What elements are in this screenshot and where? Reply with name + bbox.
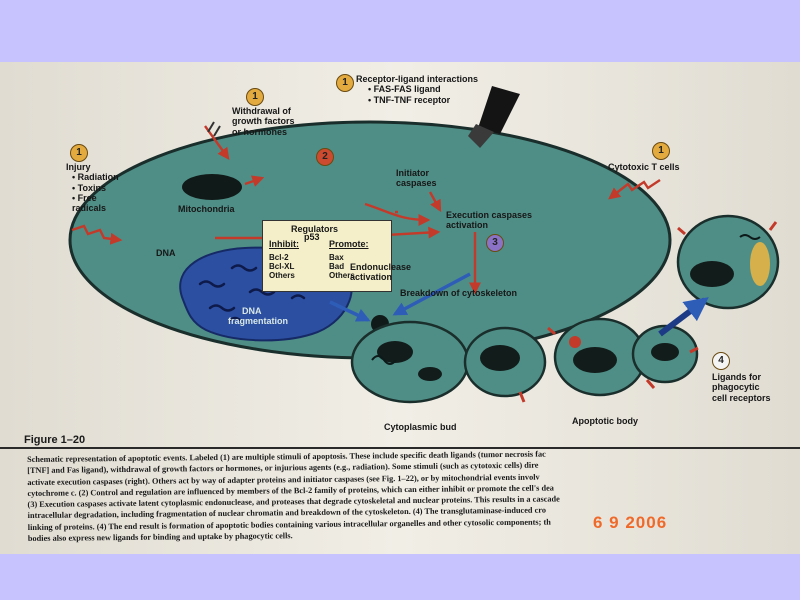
figure-label: Figure 1–20 — [24, 434, 86, 446]
engulf-arrow — [658, 297, 709, 337]
initiator-label: Initiator caspases — [396, 168, 437, 189]
dna-label: DNA — [156, 248, 176, 258]
badge-withdrawal: 1 — [246, 88, 264, 106]
mitochondrion-shape — [182, 174, 242, 200]
promote-heading: Promote: — [329, 239, 369, 249]
cytoskeleton-label: Breakdown of cytoskeleton — [400, 288, 518, 298]
cytotoxic-label: Cytotoxic T cells — [608, 162, 680, 172]
withdrawal-break-icon — [207, 121, 221, 137]
receptor-label: Receptor-ligand interactions • FAS-FAS l… — [356, 74, 479, 105]
p53-label: p53 — [304, 232, 320, 242]
ligands-label: Ligands for phagocytic cell receptors — [712, 372, 771, 403]
execution-label: Execution caspases activation — [446, 210, 533, 231]
ligand-nubs — [518, 221, 778, 403]
caption-divider — [0, 447, 800, 449]
badge-ligands: 4 — [712, 352, 730, 370]
badge-receptor: 1 — [336, 74, 354, 92]
dna-fragmentation-label: DNA fragmentation — [228, 306, 289, 327]
apoptotic-body-shape — [553, 317, 699, 397]
regulators-title: Regulators — [291, 224, 339, 234]
inhibit-heading: Inhibit: — [269, 239, 299, 249]
badge-cytotoxic: 1 — [652, 142, 670, 160]
withdrawal-label: Withdrawal of growth factors or hormones — [232, 106, 295, 137]
inhibit-list: Bcl-2 Bcl-XL Others — [269, 253, 295, 281]
textbook-photo: 1 1 1 1 2 3 4 Withdrawal of growth facto… — [0, 62, 800, 554]
date-stamp: 6 9 2006 — [593, 513, 668, 532]
mitochondria-label: Mitochondria — [178, 204, 235, 214]
endonuclease-label: Endonuclease activation — [350, 262, 412, 283]
receptor-ligand-tip — [468, 124, 494, 148]
phagocytic-cell-shape — [676, 214, 780, 310]
apoptotic-body-label: Apoptotic body — [572, 416, 638, 426]
execution-arrows — [329, 272, 471, 322]
promote-list: Bax Bad Others — [329, 253, 355, 281]
badge-injury: 1 — [70, 144, 88, 162]
cytoplasmic-bud-label: Cytoplasmic bud — [384, 422, 457, 432]
cytoplasmic-bud-shape — [350, 320, 547, 404]
receptor-ligand-shape — [478, 86, 520, 134]
figure-caption: Schematic representation of apoptotic ev… — [27, 446, 800, 544]
injury-label: Injury • Radiation • Toxins • Free radic… — [66, 162, 119, 214]
badge-execution: 3 — [486, 234, 504, 252]
badge-regulators: 2 — [316, 148, 334, 166]
regulators-box: Regulators Inhibit: Promote: Bcl-2 Bcl-X… — [262, 220, 392, 292]
